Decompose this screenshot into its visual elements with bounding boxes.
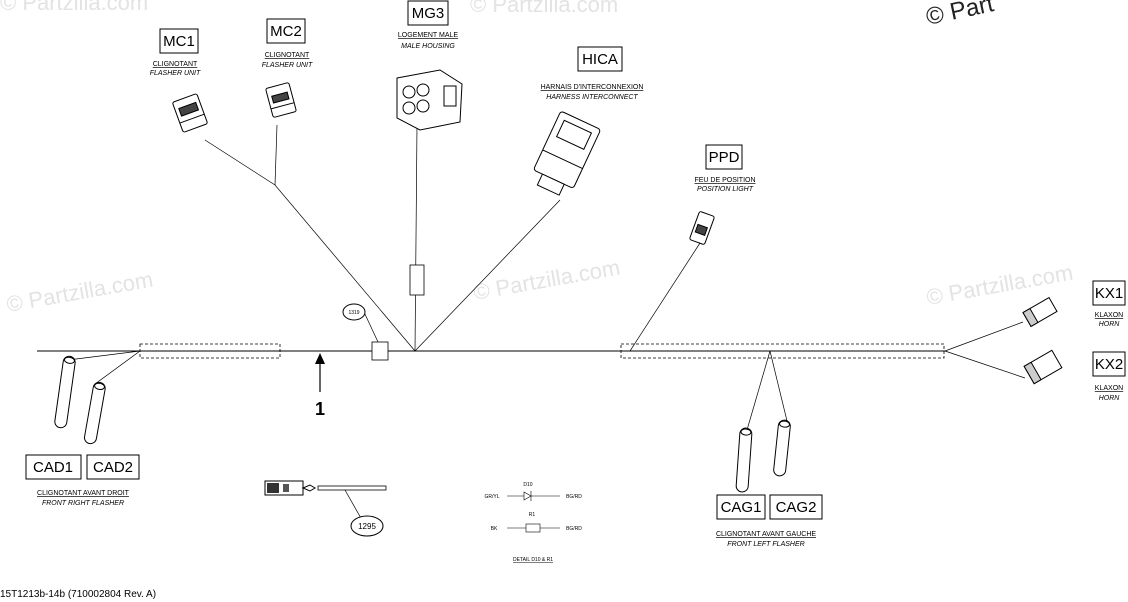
svg-text:1319: 1319	[348, 310, 359, 316]
svg-text:FLASHER UNIT: FLASHER UNIT	[262, 62, 313, 69]
svg-text:FEU DE POSITION: FEU DE POSITION	[694, 177, 755, 184]
svg-text:FRONT RIGHT FLASHER: FRONT RIGHT FLASHER	[42, 500, 124, 507]
svg-text:HARNAIS D'INTERCONNEXION: HARNAIS D'INTERCONNEXION	[541, 84, 644, 91]
svg-text:CLIGNOTANT AVANT DROIT: CLIGNOTANT AVANT DROIT	[37, 490, 130, 497]
hica-connector-icon	[533, 111, 601, 196]
connector-kx2: KX2 KLAXON HORN	[1023, 349, 1126, 402]
svg-text:CLIGNOTANT: CLIGNOTANT	[153, 61, 198, 68]
svg-text:HORN: HORN	[1099, 321, 1121, 328]
svg-text:CAG1: CAG1	[721, 499, 762, 516]
svg-text:BG/RD: BG/RD	[566, 526, 582, 532]
cad2-connector-icon	[83, 381, 106, 445]
svg-text:KLAXON: KLAXON	[1095, 312, 1123, 319]
svg-text:R1: R1	[529, 512, 536, 518]
connector-mg3: MG3 LOGEMENT MALE MALE HOUSING	[396, 0, 463, 131]
mc1-connector-icon	[172, 93, 208, 133]
svg-text:CLIGNOTANT AVANT GAUCHE: CLIGNOTANT AVANT GAUCHE	[716, 531, 816, 538]
svg-text:MC2: MC2	[270, 23, 302, 40]
svg-text:KX1: KX1	[1095, 285, 1123, 302]
connector-cag: CAG1 CAG2 CLIGNOTANT AVANT GAUCHE FRONT …	[716, 419, 823, 548]
mc2-connector-icon	[265, 82, 297, 118]
svg-text:HARNESS INTERCONNECT: HARNESS INTERCONNECT	[546, 94, 638, 101]
watermark: © Partzilla.com	[0, 0, 148, 15]
ppd-connector-icon	[689, 211, 715, 245]
svg-text:BG/RD: BG/RD	[566, 494, 582, 500]
connector-mc2: MC2 CLIGNOTANT FLASHER UNIT	[262, 18, 313, 118]
kx2-connector-icon	[1023, 349, 1063, 385]
svg-text:CAD2: CAD2	[93, 459, 133, 476]
connector-mc1: MC1 CLIGNOTANT FLASHER UNIT	[150, 28, 208, 133]
svg-text:HICA: HICA	[582, 51, 618, 68]
watermark: © Partzilla.com	[470, 0, 618, 17]
cag2-connector-icon	[773, 419, 791, 477]
branch-wires	[67, 124, 1026, 431]
svg-text:LOGEMENT MALE: LOGEMENT MALE	[398, 32, 458, 39]
svg-text:D10: D10	[523, 482, 532, 488]
svg-text:GR/YL: GR/YL	[484, 494, 499, 500]
svg-text:MC1: MC1	[163, 33, 195, 50]
mg3-sleeve	[409, 264, 425, 296]
svg-text:FRONT LEFT FLASHER: FRONT LEFT FLASHER	[727, 541, 804, 548]
svg-text:CLIGNOTANT: CLIGNOTANT	[265, 52, 310, 59]
svg-text:MG3: MG3	[412, 5, 445, 22]
cad1-connector-icon	[54, 355, 76, 429]
connector-hica: HICA HARNAIS D'INTERCONNEXION HARNESS IN…	[533, 46, 644, 196]
kx1-connector-icon	[1022, 296, 1058, 328]
svg-text:DETAIL D10 & R1: DETAIL D10 & R1	[513, 557, 553, 563]
connector-cad: CAD1 CAD2 CLIGNOTANT AVANT DROIT FRONT R…	[25, 355, 140, 507]
svg-text:CAG2: CAG2	[776, 499, 817, 516]
watermark-corner: © Part	[924, 0, 997, 31]
svg-text:FLASHER UNIT: FLASHER UNIT	[150, 70, 201, 77]
mg3-connector-icon	[396, 69, 463, 131]
svg-text:1: 1	[315, 399, 325, 419]
callout-1319: 1319	[342, 303, 379, 343]
connector-ppd: PPD FEU DE POSITION POSITION LIGHT	[689, 144, 756, 245]
svg-text:1295: 1295	[358, 522, 376, 531]
svg-text:KLAXON: KLAXON	[1095, 385, 1123, 392]
drawing-reference: 15T1213b-14b (710002804 Rev. A)	[0, 589, 157, 600]
main-trunk	[37, 341, 945, 361]
detail-d10-r1: D10 GR/YL BG/RD R1 BK BG/RD DETAIL D10 &…	[484, 482, 582, 563]
svg-text:MALE HOUSING: MALE HOUSING	[401, 43, 455, 50]
connector-kx1: KX1 KLAXON HORN	[1022, 280, 1126, 328]
callout-1: 1	[315, 353, 325, 419]
cag1-connector-icon	[735, 427, 753, 493]
svg-text:POSITION LIGHT: POSITION LIGHT	[697, 186, 754, 193]
svg-text:PPD: PPD	[709, 149, 740, 166]
svg-text:HORN: HORN	[1099, 395, 1121, 402]
watermark: © Partzilla.com	[472, 255, 622, 305]
svg-text:BK: BK	[491, 526, 498, 532]
watermark: © Partzilla.com	[5, 267, 155, 317]
svg-text:CAD1: CAD1	[33, 459, 73, 476]
svg-text:KX2: KX2	[1095, 356, 1123, 373]
terminal-1295: 1295	[264, 480, 387, 537]
